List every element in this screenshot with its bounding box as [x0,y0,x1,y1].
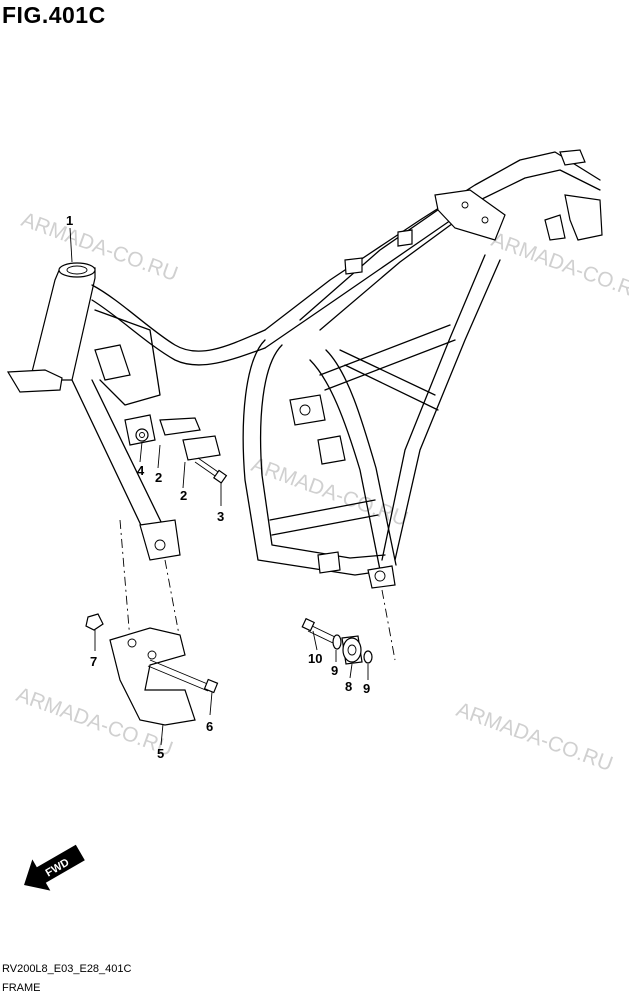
bracket-part-5 [109,627,196,726]
callout-2: 2 [155,470,162,485]
callout-9: 9 [331,663,338,678]
assembly-line [164,559,181,641]
watermark: ARMADA-CO.RU [453,698,615,776]
callout-numbers: 1 2 2 3 4 5 6 7 8 9 9 10 [66,213,370,761]
leader-lines [69,227,369,746]
callout-10: 10 [308,651,322,666]
assembly-line [119,519,131,641]
callout-8: 8 [345,679,352,694]
assembly-line [381,589,396,661]
watermark: ARMADA-CO.RU [488,228,629,306]
washer-part-9 [363,650,373,664]
bolt-part-10 [301,617,336,644]
spacer-part-8 [341,635,363,665]
callout-3: 3 [217,509,224,524]
figure-title: FIG.401C [2,2,106,28]
callout-2: 2 [180,488,187,503]
callout-4: 4 [137,463,145,478]
callout-5: 5 [157,746,164,761]
figure-code: RV200L8_E03_E28_401C [2,963,132,975]
figure-name: FRAME [2,982,41,994]
callout-7: 7 [90,654,97,669]
nut-part-7 [85,613,104,631]
nut-part-4 [135,428,149,442]
bolt-part-3 [194,457,228,484]
callout-6: 6 [206,719,213,734]
watermark: ARMADA-CO.RU [18,208,180,286]
callout-9: 9 [363,681,370,696]
bolt-part-6 [147,659,219,694]
main-frame-part-1 [6,149,603,589]
fwd-arrow-icon: FWD [24,844,85,891]
callout-1: 1 [66,213,73,228]
washer-part-9 [332,634,342,650]
